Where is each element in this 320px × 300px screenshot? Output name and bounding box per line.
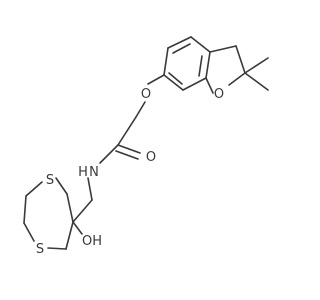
side-chain [72, 74, 165, 223]
bond [72, 199, 93, 223]
methyl-bond [244, 72, 269, 91]
bond [117, 116, 137, 146]
bond [23, 222, 35, 242]
double-bond-inner [172, 43, 191, 54]
methyl-bond [244, 57, 269, 74]
structure-canvas: O O O N H S S OH [23, 36, 269, 257]
ring-oxygen-label: O [214, 87, 224, 102]
bond [209, 45, 237, 53]
bond [205, 51, 211, 79]
amide-hydrogen-label: H [78, 165, 88, 180]
bond [190, 36, 211, 53]
bond [25, 181, 43, 197]
bond [147, 74, 165, 85]
bond [47, 247, 67, 250]
sulfur-lower-label: S [36, 242, 44, 257]
molecule-structure: O O O N H S S OH [23, 36, 269, 257]
bond [65, 221, 74, 250]
bond [87, 177, 93, 201]
bond [205, 77, 214, 94]
dihydrofuran-ring [205, 45, 269, 94]
bond [135, 101, 146, 118]
bond [163, 74, 184, 91]
bond [23, 195, 27, 224]
double-bond-inner [198, 55, 203, 77]
carbonyl-oxygen-label: O [146, 150, 156, 165]
bond [167, 36, 192, 49]
bond [99, 144, 119, 164]
dithiepane-ring [23, 177, 83, 250]
benzene-ring [163, 36, 211, 91]
bond [55, 177, 68, 195]
hydroxyl-label: OH [82, 234, 102, 249]
carbonyl-bond [115, 150, 139, 160]
ether-oxygen-label: O [141, 87, 151, 102]
bond [235, 45, 246, 74]
sulfur-upper-label: S [46, 173, 54, 188]
bond [163, 47, 169, 76]
bond [72, 221, 83, 235]
double-bond-inner [168, 72, 183, 85]
bond [228, 72, 246, 86]
amide-nitrogen-label: N [89, 165, 99, 180]
bond [66, 193, 74, 223]
carbonyl-bond [117, 144, 141, 154]
bond [182, 77, 207, 91]
